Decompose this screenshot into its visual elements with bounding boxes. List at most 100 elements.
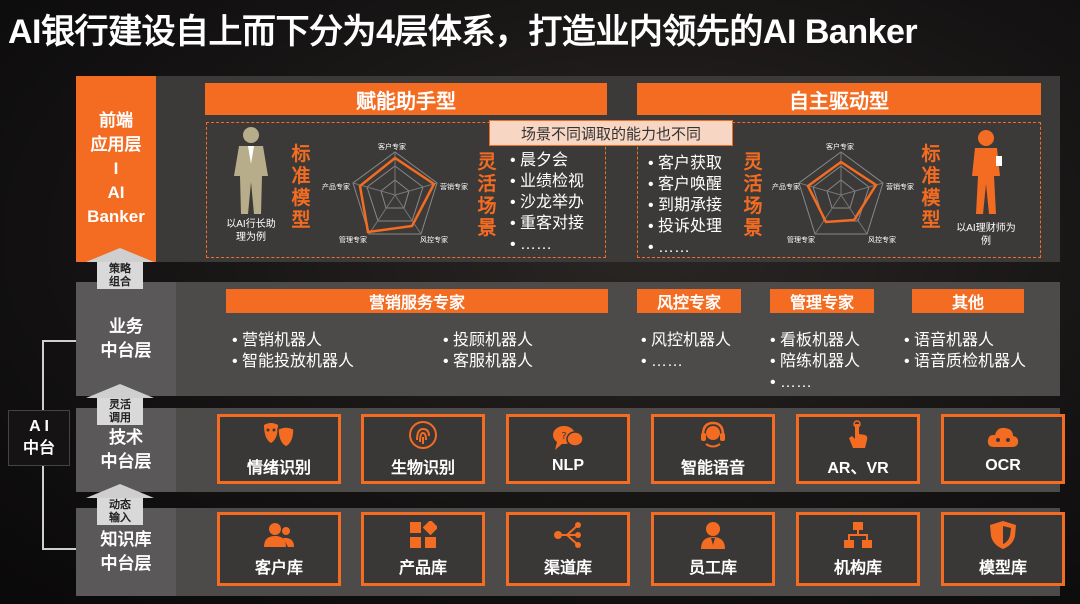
list-item: 语音质检机器人 <box>904 351 1026 372</box>
vert-char: 准 <box>291 166 311 187</box>
management-list: 看板机器人 陪练机器人 …… <box>770 330 860 393</box>
list-item: 语音机器人 <box>904 330 1026 351</box>
cloud-icon <box>986 423 1020 453</box>
radar-label: 管理专家 <box>339 237 367 244</box>
list-item: 营销机器人 <box>232 330 354 351</box>
vert-char: 景 <box>477 218 497 239</box>
vert-char: 景 <box>743 218 763 239</box>
vert-char: 型 <box>291 210 311 231</box>
marketing-list-b: 投顾机器人 客服机器人 <box>443 330 533 372</box>
arrow-text: 策略 <box>109 263 131 275</box>
tech-label-line: 中台层 <box>100 452 152 471</box>
knowledge-tile-product: 产品库 <box>361 512 485 586</box>
arrow-text: 动态 <box>109 499 131 511</box>
manager-figure-icon <box>226 124 276 221</box>
left-caption: 以AI行长助 理为例 <box>216 218 286 244</box>
advisor-figure-icon <box>966 128 1006 221</box>
caption-line: 以AI行长助 <box>226 219 276 230</box>
category-risk: 风控专家 <box>637 289 741 313</box>
tech-tile-ocr: OCR <box>941 414 1065 484</box>
radar-chart-left <box>350 150 440 245</box>
ai-platform-line2: 中台 <box>22 440 55 457</box>
arrow-head-icon <box>86 248 154 262</box>
arrow-text: 灵活 <box>109 399 131 411</box>
biz-label-line: 业务 <box>109 317 143 336</box>
vert-char: 灵 <box>477 152 497 173</box>
caption-line: 例 <box>981 236 991 247</box>
front-label-line: AI <box>107 183 125 202</box>
list-item: 客服机器人 <box>443 351 533 372</box>
tile-label: 智能语音 <box>680 460 745 477</box>
assistant-type-header: 赋能助手型 <box>205 83 607 115</box>
chat-bubbles-icon: ? <box>551 423 585 453</box>
caption-line: 理为例 <box>236 232 266 243</box>
layer-label-business: 业务 中台层 <box>76 282 176 396</box>
list-item: 沙龙举办 <box>510 192 584 213</box>
radar-label: 客户专家 <box>378 144 406 151</box>
standard-model-label-left: 标 准 模 型 <box>290 144 312 232</box>
shield-icon <box>986 520 1020 550</box>
tech-label-line: 技术 <box>109 428 143 447</box>
radar-label: 营销专家 <box>886 184 914 191</box>
list-item: …… <box>641 351 731 372</box>
autonomous-type-header: 自主驱动型 <box>637 83 1041 115</box>
list-item: 投诉处理 <box>648 216 722 237</box>
category-marketing: 营销服务专家 <box>226 289 608 313</box>
arrow-text: 调用 <box>109 412 131 424</box>
front-label-line: Banker <box>87 207 145 226</box>
caption-line: 以AI理财师为 <box>956 223 1016 234</box>
tech-tile-nlp: ? NLP <box>506 414 630 484</box>
list-item: 看板机器人 <box>770 330 860 351</box>
vert-char: 灵 <box>743 152 763 173</box>
grid-icon <box>406 520 440 550</box>
radar-label: 管理专家 <box>787 237 815 244</box>
arrow-dynamic: 动态 输入 <box>83 484 157 525</box>
vert-char: 标 <box>291 144 311 165</box>
arrow-head-icon <box>86 484 154 498</box>
radar-label: 产品专家 <box>322 184 350 191</box>
list-item: …… <box>770 372 860 393</box>
tech-tile-emotion: 情绪识别 <box>217 414 341 484</box>
arrow-flexible: 灵活 调用 <box>83 384 157 425</box>
assistant-type-box <box>206 122 606 258</box>
radar-label: 客户专家 <box>826 144 854 151</box>
vert-char: 准 <box>921 166 941 187</box>
autonomous-scene-list: 客户获取 客户唤醒 到期承接 投诉处理 …… <box>648 153 722 258</box>
arrow-strategy: 策略 组合 <box>83 248 157 289</box>
tile-label: NLP <box>552 457 584 474</box>
list-item: 客户唤醒 <box>648 174 722 195</box>
marketing-list-a: 营销机器人 智能投放机器人 <box>232 330 354 372</box>
list-item: 投顾机器人 <box>443 330 533 351</box>
fingerprint-icon <box>406 420 440 450</box>
list-item: …… <box>510 234 584 255</box>
vert-char: 场 <box>477 196 497 217</box>
tech-tile-arvr: AR、VR <box>796 414 920 484</box>
tile-label: 员工库 <box>688 560 737 577</box>
list-item: 晨夕会 <box>510 150 584 171</box>
radar-label: 风控专家 <box>420 237 448 244</box>
ai-platform-label: A I 中台 <box>8 410 70 466</box>
front-label-line: I <box>113 159 119 178</box>
vert-char: 标 <box>921 144 941 165</box>
scene-banner: 场景不同调取的能力也不同 <box>489 120 733 146</box>
tile-label: 机构库 <box>833 560 882 577</box>
org-chart-icon <box>841 520 875 550</box>
front-label-line: 前端 <box>99 111 133 130</box>
risk-list: 风控机器人 …… <box>641 330 731 372</box>
knowledge-tile-model: 模型库 <box>941 512 1065 586</box>
list-item: …… <box>648 237 722 258</box>
layer-label-front: 前端 应用层 I AI Banker <box>76 76 156 262</box>
flexible-scene-label-right: 灵 活 场 景 <box>742 152 764 240</box>
radar-label: 产品专家 <box>772 184 800 191</box>
vert-char: 场 <box>743 196 763 217</box>
tech-tile-biometric: 生物识别 <box>361 414 485 484</box>
employee-icon <box>696 520 730 550</box>
assistant-scene-list: 晨夕会 业绩检视 沙龙举办 重客对接 …… <box>510 150 584 255</box>
flexible-scene-label-left: 灵 活 场 景 <box>476 152 498 240</box>
list-item: 业绩检视 <box>510 171 584 192</box>
knowledge-tile-customer: 客户库 <box>217 512 341 586</box>
category-other: 其他 <box>912 289 1024 313</box>
tile-label: 客户库 <box>254 560 303 577</box>
touch-hand-icon <box>841 420 875 450</box>
radar-chart-right <box>796 150 886 245</box>
